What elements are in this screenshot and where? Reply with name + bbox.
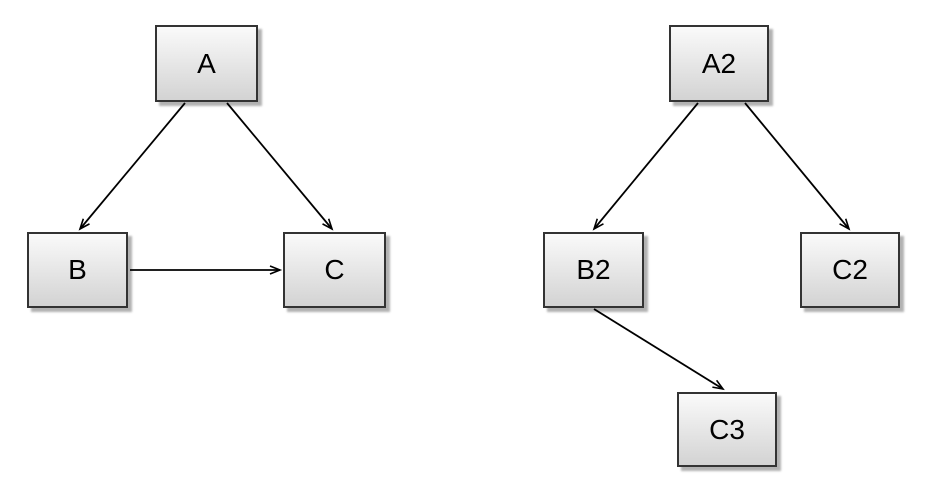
node-label-C: C [324,254,345,285]
node-label-A: A [197,47,216,79]
node-label-B2: B2 [576,254,611,285]
node-label-C3: C3 [709,413,745,445]
node-B[interactable]: B [27,232,128,308]
node-label-A2: A2 [701,47,737,79]
node-A[interactable]: A [155,25,258,102]
node-label-C2: C2 [832,254,868,285]
node-B2[interactable]: B2 [543,232,644,308]
node-C3[interactable]: C3 [677,392,777,467]
node-A2[interactable]: A2 [669,25,769,102]
edge-A2-B2[interactable] [592,102,699,231]
edge-A-C[interactable] [226,102,334,231]
node-C[interactable]: C [283,232,386,308]
node-label-B: B [68,254,87,285]
edge-B2-C3[interactable] [593,308,725,391]
node-C2[interactable]: C2 [800,232,900,308]
edge-A2-C2[interactable] [744,102,851,231]
edge-A-B[interactable] [78,102,186,231]
edge-group [78,102,851,391]
